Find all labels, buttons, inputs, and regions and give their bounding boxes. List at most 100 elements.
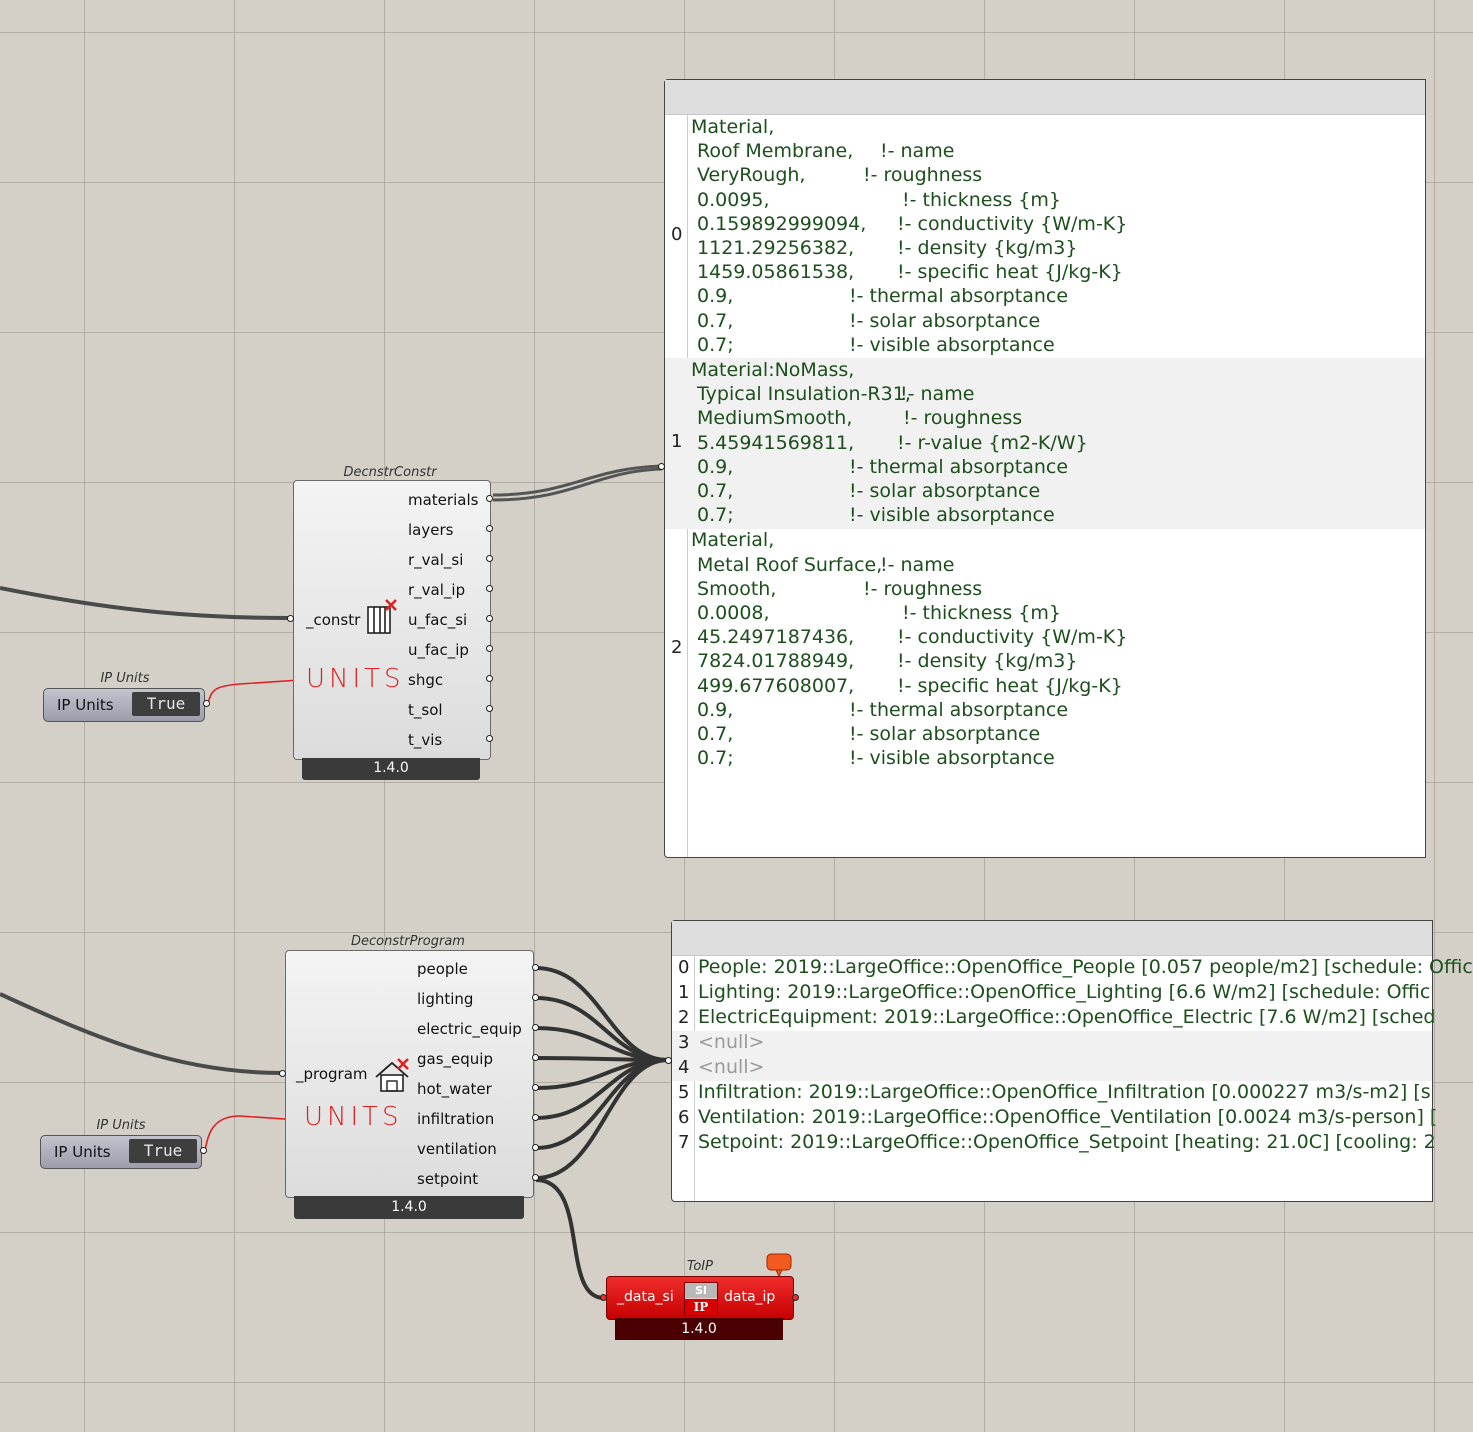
program-row-text: Ventilation: 2019::LargeOffice::OpenOffi…: [698, 1106, 1438, 1128]
material-line: Material:NoMass,: [691, 359, 855, 381]
toggle1-value[interactable]: True: [132, 692, 200, 716]
toip-output-label: data_ip: [724, 1289, 776, 1305]
materials-panel-header[interactable]: [665, 80, 1425, 115]
program-row-text: Infiltration: 2019::LargeOffice::OpenOff…: [698, 1081, 1431, 1103]
materials-panel-input-port[interactable]: [658, 463, 665, 470]
output-hot-water-label: hot_water: [417, 1080, 492, 1098]
output-materials-port[interactable]: [486, 495, 493, 502]
material-comment: !- conductivity {W/m-K}: [897, 626, 1128, 649]
program-panel-header[interactable]: [672, 921, 1432, 956]
program-row-index: 4: [678, 1057, 690, 1078]
material-comment: !- thermal absorptance: [849, 698, 1069, 721]
input-constr-port[interactable]: [287, 615, 294, 622]
toggle1-label: IP Units: [57, 696, 114, 714]
material-line: 0.9,: [691, 698, 734, 721]
material-line: 0.9,: [691, 285, 734, 308]
program-row-index: 3: [678, 1032, 690, 1053]
program-row-index: 7: [678, 1132, 690, 1153]
material-line: 0.0095,: [691, 188, 770, 211]
material-comment: !- roughness: [863, 577, 983, 600]
output-electric-equip-label: electric_equip: [417, 1020, 522, 1038]
output-r-val-si-port[interactable]: [486, 555, 493, 562]
input-program-label: _program: [296, 1065, 368, 1083]
material-comment: !- solar absorptance: [849, 480, 1041, 502]
program-panel-input-port[interactable]: [665, 1057, 672, 1064]
output-people-port[interactable]: [532, 964, 539, 971]
output-infiltration-port[interactable]: [532, 1114, 539, 1121]
output-people-label: people: [417, 960, 468, 978]
toggle1-output-port[interactable]: [203, 700, 210, 707]
material-comment: !- solar absorptance: [849, 722, 1041, 745]
material-line: Material,: [691, 529, 775, 552]
output-t-sol-label: t_sol: [408, 701, 443, 719]
warning-balloon-icon[interactable]: [766, 1253, 792, 1278]
input-program-port[interactable]: [279, 1070, 286, 1077]
material-line: MediumSmooth,: [691, 407, 853, 430]
si-to-ip-icon: SI IP: [684, 1282, 718, 1316]
decnstr-constr-version: 1.4.0: [302, 758, 480, 780]
material-line: 0.7;: [691, 333, 734, 356]
toip-version: 1.4.0: [615, 1318, 783, 1340]
output-lighting-port[interactable]: [532, 994, 539, 1001]
output-t-vis-port[interactable]: [486, 735, 493, 742]
toip-input-port[interactable]: [600, 1294, 607, 1301]
output-t-sol-port[interactable]: [486, 705, 493, 712]
output-gas-equip-port[interactable]: [532, 1054, 539, 1061]
material-comment: !- density {kg/m3}: [897, 650, 1078, 673]
wire-setpoint-toip: [535, 1178, 605, 1300]
output-gas-equip-label: gas_equip: [417, 1050, 493, 1068]
material-comment: !- conductivity {W/m-K}: [897, 212, 1128, 235]
material-line: 5.45941569811,: [691, 431, 855, 454]
program-row: 3<null>: [672, 1031, 1432, 1056]
program-row-text: ElectricEquipment: 2019::LargeOffice::Op…: [698, 1006, 1436, 1028]
output-hot-water-port[interactable]: [532, 1084, 539, 1091]
output-electric-equip-port[interactable]: [532, 1024, 539, 1031]
program-house-icon: [374, 1055, 412, 1095]
material-comment: !- name: [900, 383, 975, 406]
material-line: 0.7,: [691, 722, 734, 745]
output-u-fac-ip-label: u_fac_ip: [408, 641, 469, 659]
wire-materials-panel-2: [492, 467, 663, 502]
output-u-fac-si-port[interactable]: [486, 615, 493, 622]
output-ventilation-port[interactable]: [532, 1144, 539, 1151]
ip-units-toggle-1[interactable]: IP Units True: [43, 688, 205, 722]
output-infiltration-label: infiltration: [417, 1110, 495, 1128]
toggle2-output-port[interactable]: [200, 1147, 207, 1154]
toggle2-label: IP Units: [54, 1143, 111, 1161]
material-comment: !- name: [880, 553, 955, 576]
output-shgc-port[interactable]: [486, 675, 493, 682]
material-comment: !- density {kg/m3}: [897, 237, 1078, 259]
output-u-fac-ip-port[interactable]: [486, 645, 493, 652]
output-layers-port[interactable]: [486, 525, 493, 532]
output-u-fac-si-label: u_fac_si: [408, 611, 468, 629]
material-line: 0.7;: [691, 504, 734, 527]
icon-si-text: SI: [685, 1283, 717, 1298]
material-comment: !- visible absorptance: [849, 333, 1055, 356]
output-setpoint-port[interactable]: [532, 1174, 539, 1181]
material-index: 2: [671, 637, 683, 659]
output-r-val-ip-port[interactable]: [486, 585, 493, 592]
program-row-index: 0: [678, 957, 690, 978]
program-panel[interactable]: 0 People: 2019::LargeOffice::OpenOffice_P…: [671, 920, 1473, 1202]
material-comment: !- roughness: [863, 164, 983, 187]
material-line: Metal Roof Surface,: [691, 553, 883, 576]
material-comment: !- thermal absorptance: [849, 455, 1069, 478]
toip-title: ToIP: [687, 1259, 713, 1274]
toip-output-port[interactable]: [792, 1294, 799, 1301]
ip-units-toggle-2[interactable]: IP Units True: [40, 1135, 202, 1169]
output-shgc-label: shgc: [408, 671, 444, 689]
wire-constr-input: [0, 586, 291, 620]
toggle1-title: IP Units: [100, 671, 150, 686]
output-setpoint-label: setpoint: [417, 1170, 479, 1188]
toip-component[interactable]: _data_si SI IP data_ip: [606, 1276, 794, 1320]
material-line: 0.7;: [691, 747, 734, 770]
toggle2-value[interactable]: True: [129, 1139, 197, 1163]
material-comment: !- solar absorptance: [849, 309, 1041, 332]
program-row-text: People: 2019::LargeOffice::OpenOffice_Pe…: [698, 956, 1473, 978]
